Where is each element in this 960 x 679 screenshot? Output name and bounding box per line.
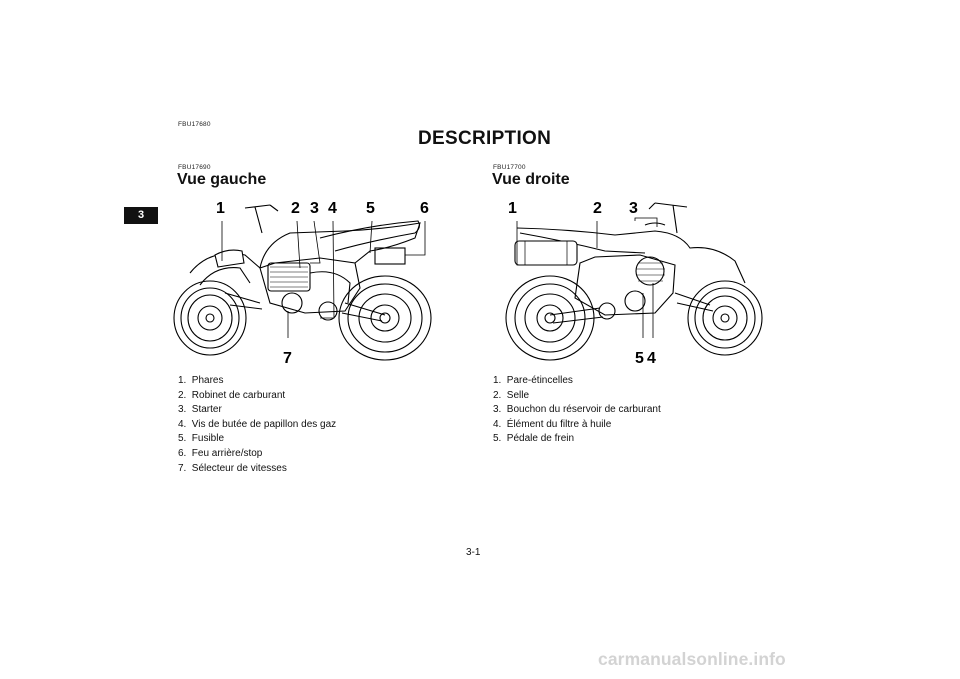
callout-5: 5 (366, 200, 375, 217)
legend-item: 1. Phares (178, 375, 224, 386)
left-view-title: Vue gauche (177, 171, 267, 188)
right-view-legend: 1. Pare-étincelles 2. Selle 3. Bouchon d… (493, 374, 661, 447)
callout-1: 1 (508, 200, 517, 217)
callout-6: 6 (420, 200, 429, 217)
callout-1: 1 (216, 200, 225, 217)
callout-2: 2 (593, 200, 602, 217)
legend-item: 5. Fusible (178, 433, 225, 445)
callout-4: 4 (647, 350, 656, 367)
legend-item: 6. Feu arrière/stop (178, 447, 263, 459)
callout-2: 2 (291, 200, 300, 217)
callout-3: 3 (629, 200, 638, 217)
watermark: carmanualsonline.info (598, 649, 786, 669)
callout-7: 7 (283, 350, 292, 367)
callout-3: 3 (310, 200, 319, 217)
legend-item: 3. Starter (178, 404, 222, 416)
right-view-title: Vue droite (492, 171, 570, 188)
legend-item: 5. Pédale de frein (493, 433, 575, 445)
legend-item: 2. Robinet de carburant (178, 389, 286, 401)
page-title: DESCRIPTION (418, 128, 552, 149)
right-view-code: FBU17700 (493, 164, 526, 171)
legend-item: 3. Bouchon du réservoir de carburant (493, 404, 661, 416)
legend-item: 4. Élément du filtre à huile (493, 418, 612, 430)
atv-left-side-illustration: 1 2 3 4 5 6 7 (170, 193, 445, 368)
callout-5: 5 (635, 350, 644, 367)
legend-item: 7. Sélecteur de vitesses (178, 462, 287, 474)
legend-item: 2. Selle (493, 389, 530, 401)
legend-item: 1. Pare-étincelles (493, 375, 573, 386)
page-number: 3-1 (466, 547, 481, 558)
header-code: FBU17680 (178, 121, 211, 128)
left-view-legend: 1. Phares 2. Robinet de carburant 3. Sta… (178, 374, 336, 476)
legend-item: 4. Vis de butée de papillon des gaz (178, 418, 337, 430)
chapter-tab: 3 (124, 207, 158, 224)
left-view-code: FBU17690 (178, 164, 211, 171)
callout-4: 4 (328, 200, 337, 217)
atv-right-side-illustration: 1 2 3 5 4 (505, 193, 770, 368)
